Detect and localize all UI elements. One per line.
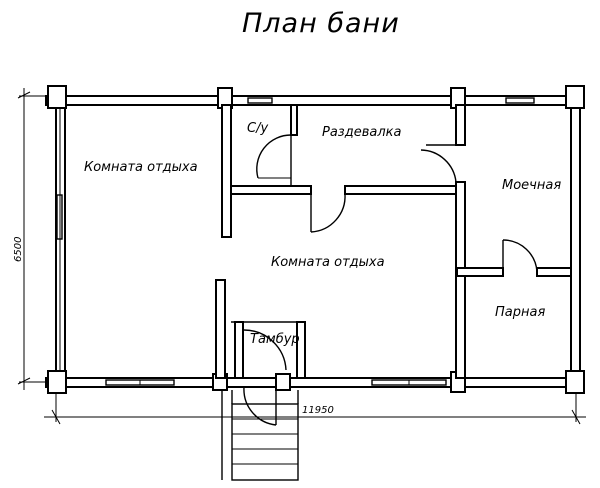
exterior-walls [45,85,585,394]
room-changing-label: Раздевалка [322,125,401,140]
dimension-height [17,88,48,390]
room-wc-label: С/у [247,121,268,136]
room-rest-center-label: Комната отдыха [271,255,385,270]
plan-title: План бани [242,8,400,39]
door-swings [243,134,538,426]
dimension-width-label: 11950 [302,405,334,416]
room-rest-left-label: Комната отдыха [84,160,198,175]
entrance-steps [221,390,299,481]
room-washing-label: Моечная [502,178,561,193]
room-vestibule-label: Тамбур [250,332,300,347]
dimension-height-label: 6500 [13,237,24,262]
interior-walls [215,104,572,379]
room-steam-label: Парная [495,305,545,320]
dimension-width [44,392,586,425]
